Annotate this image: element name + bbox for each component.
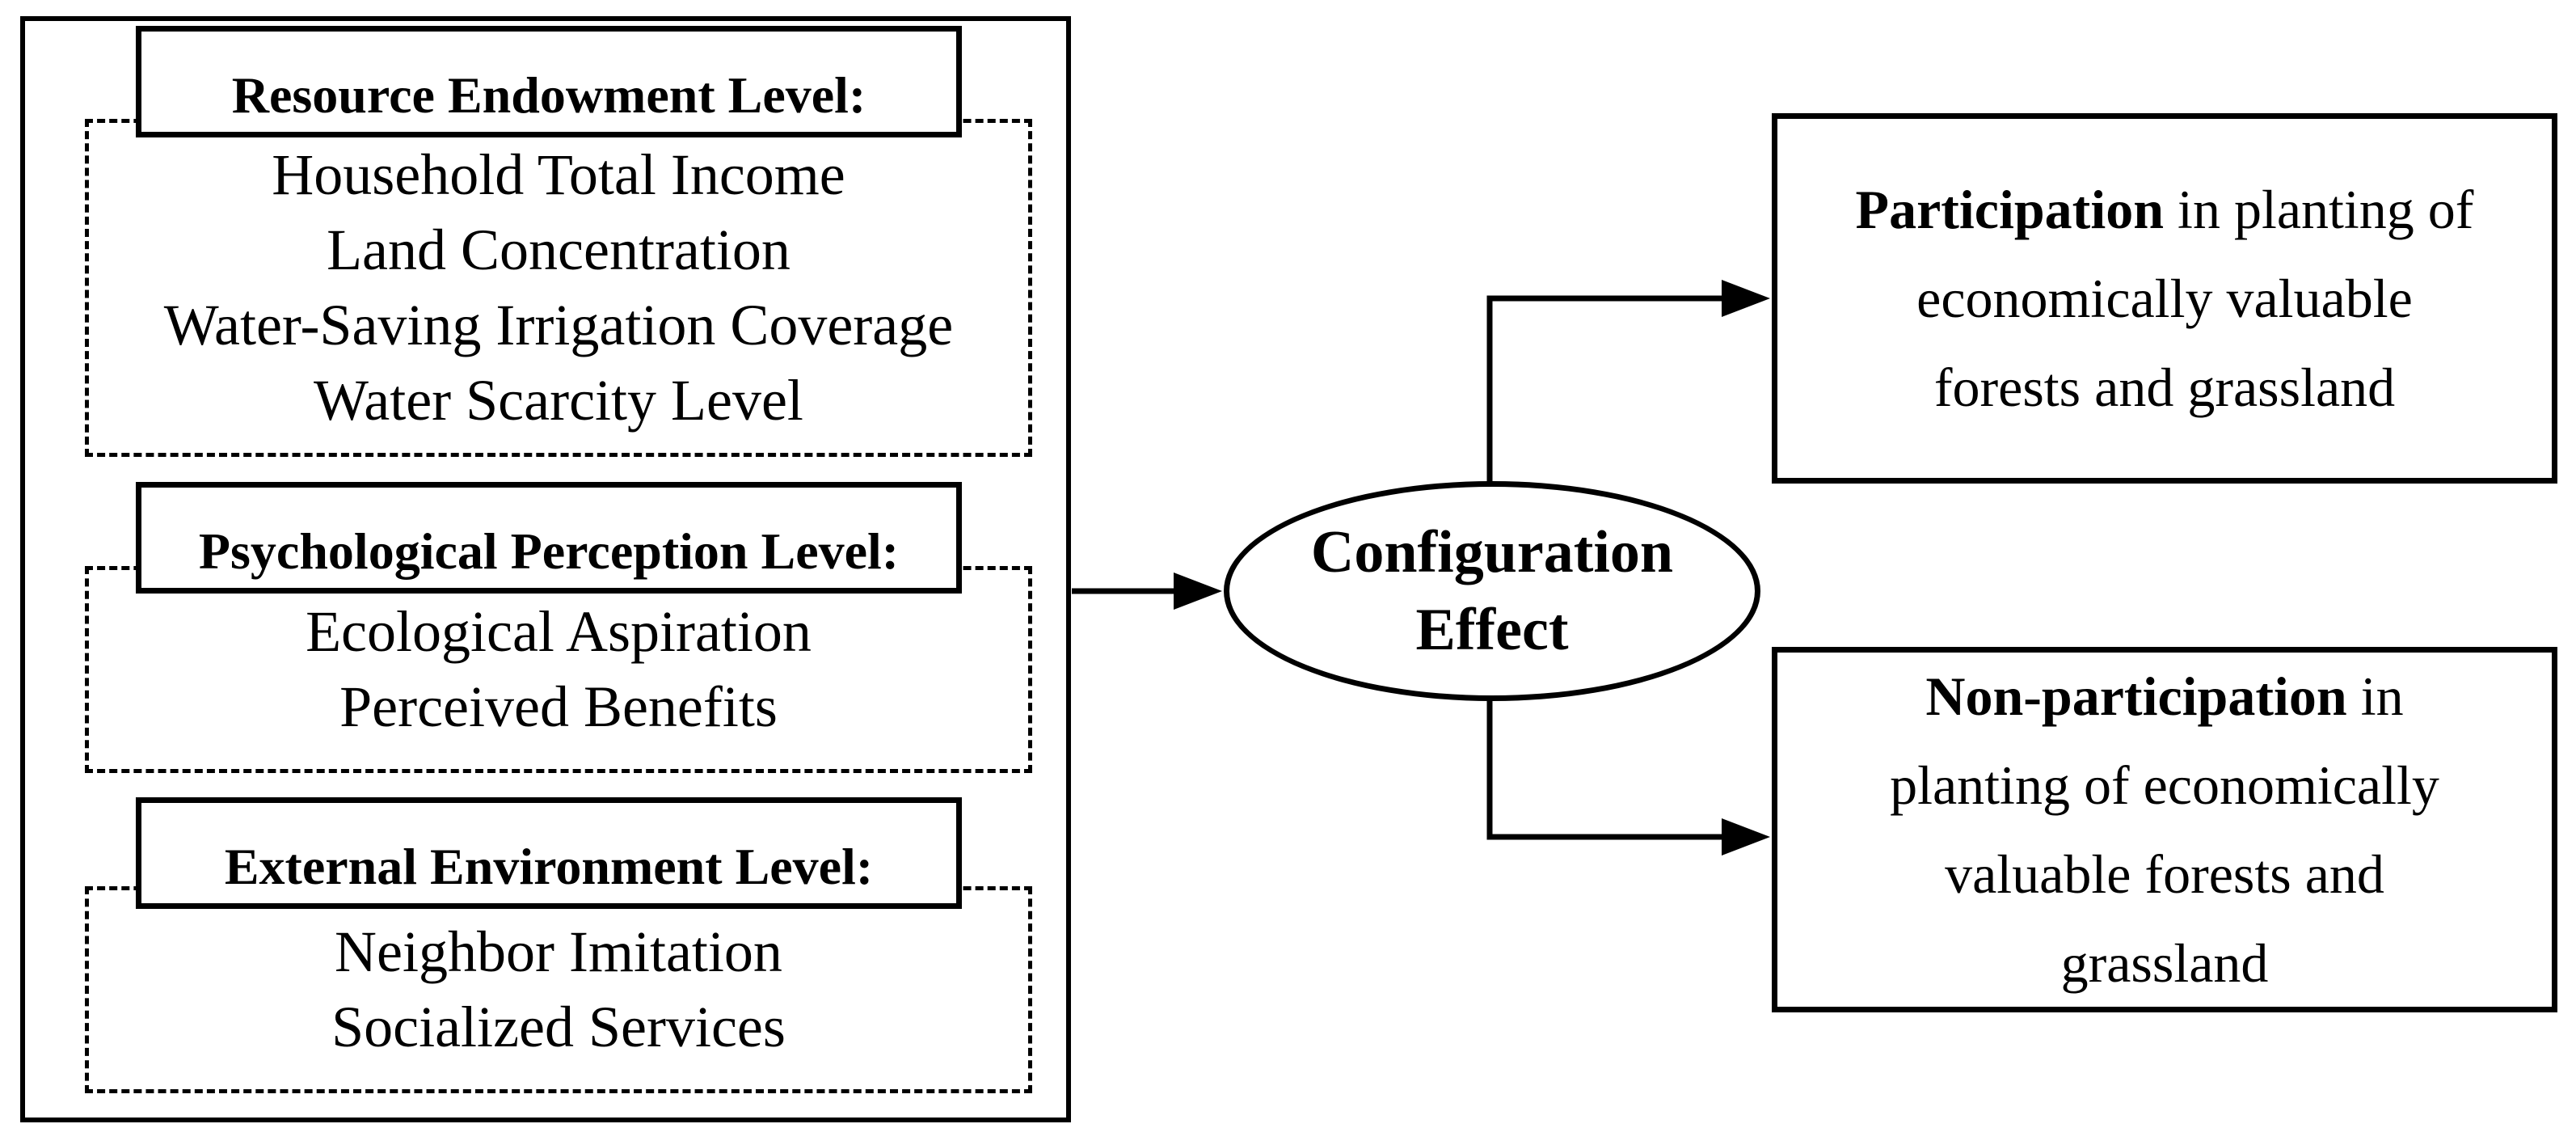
arrowhead-antecedents-to-configuration xyxy=(1174,572,1222,610)
arrowhead-configuration-to-nonparticipation xyxy=(1722,818,1770,856)
non-participation-outcome-line1: Non-participation in xyxy=(1925,665,2404,727)
variable-water-scarcity-level: Water Scarcity Level xyxy=(314,368,803,433)
psychological-perception-header-box: Psychological Perception Level: xyxy=(136,482,962,594)
variable-water-saving-irrigation-coverage: Water-Saving Irrigation Coverage xyxy=(163,293,954,357)
arrow-line-configuration-to-nonparticipation xyxy=(1486,697,1723,840)
participation-outcome-line3: forests and grassland xyxy=(1933,357,2396,418)
resource-endowment-variables-box: Household Total Income Land Concentratio… xyxy=(85,119,1032,457)
psychological-perception-header-label: Psychological Perception Level: xyxy=(198,522,900,580)
psychological-perception-variables-box: Ecological Aspiration Perceived Benefits xyxy=(85,566,1032,773)
participation-outcome-line2: economically valuable xyxy=(1916,268,2413,329)
participation-outcome-box: Participation in planting of economicall… xyxy=(1772,113,2557,484)
external-environment-header-label: External Environment Level: xyxy=(224,837,874,895)
arrow-line-configuration-to-participation xyxy=(1486,295,1723,485)
variable-neighbor-imitation: Neighbor Imitation xyxy=(335,919,782,984)
variable-land-concentration: Land Concentration xyxy=(327,218,791,282)
variable-perceived-benefits: Perceived Benefits xyxy=(339,674,778,739)
variable-socialized-services: Socialized Services xyxy=(331,995,786,1059)
configuration-effect-label-line1: Configuration xyxy=(1310,519,1674,585)
resource-endowment-header-box: Resource Endowment Level: xyxy=(136,26,962,137)
external-environment-variables-box: Neighbor Imitation Socialized Services xyxy=(85,886,1032,1093)
non-participation-outcome-line3: valuable forests and xyxy=(1945,843,2384,905)
configuration-effect-node: Configuration Effect xyxy=(1224,481,1760,701)
variable-ecological-aspiration: Ecological Aspiration xyxy=(306,599,812,664)
resource-endowment-header-label: Resource Endowment Level: xyxy=(231,65,866,124)
non-participation-outcome-box: Non-participation in planting of economi… xyxy=(1772,647,2557,1012)
non-participation-outcome-line2: planting of economically xyxy=(1890,754,2439,816)
configuration-effect-label-line2: Effect xyxy=(1415,597,1569,663)
variable-household-total-income: Household Total Income xyxy=(272,142,845,207)
participation-outcome-line1: Participation in planting of xyxy=(1855,179,2474,240)
non-participation-outcome-line4: grassland xyxy=(2060,932,2269,994)
external-environment-header-box: External Environment Level: xyxy=(136,797,962,909)
arrowhead-configuration-to-participation xyxy=(1722,280,1770,317)
